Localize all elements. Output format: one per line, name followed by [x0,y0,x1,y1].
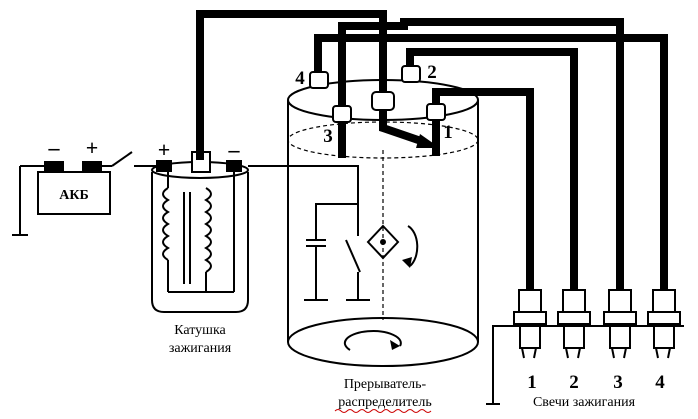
distributor-caption-line2: распределитель [338,395,431,410]
spark-plug-2 [557,289,591,359]
spark-plugs: 1 2 3 4 Свечи зажигания [486,289,684,410]
distributor: Прерыватель- распределитель [248,79,479,413]
plug-number-4: 4 [655,372,665,393]
distributor-terminals: 4 2 3 1 [295,62,453,147]
terminal-label-2: 2 [427,62,437,83]
spark-plug-1 [513,289,547,359]
distributor-caption-line1: Прерыватель- [344,377,427,392]
coil-minus-sign: – [228,137,241,162]
battery-plus-sign: + [86,135,99,160]
spark-plug-4 [647,289,681,359]
plug-number-2: 2 [569,372,579,393]
battery: АКБ – + [12,135,160,236]
terminal-label-1: 1 [443,122,453,143]
battery-minus-terminal [44,161,64,172]
battery-label: АКБ [59,188,89,203]
hv-wiring [196,10,668,300]
battery-plus-terminal [82,161,102,172]
ignition-switch [111,151,133,167]
plug-number-1: 1 [527,372,537,393]
secondary-winding [204,187,212,273]
breaker-cam [366,224,400,260]
ignition-coil: + – Катушка зажигания [151,137,249,356]
plug-number-3: 3 [613,372,623,393]
spark-plug-3 [603,289,637,359]
battery-box [37,171,111,215]
breaker-contact [345,239,361,273]
coil-caption-line1: Катушка [174,323,226,338]
terminal-label-3: 3 [323,126,333,147]
coil-caption-line2: зажигания [169,341,232,356]
primary-winding [162,187,170,261]
terminal-label-4: 4 [295,68,305,89]
plugs-caption: Свечи зажигания [533,395,636,410]
battery-minus-sign: – [48,135,61,160]
coil-plus-sign: + [158,137,171,162]
